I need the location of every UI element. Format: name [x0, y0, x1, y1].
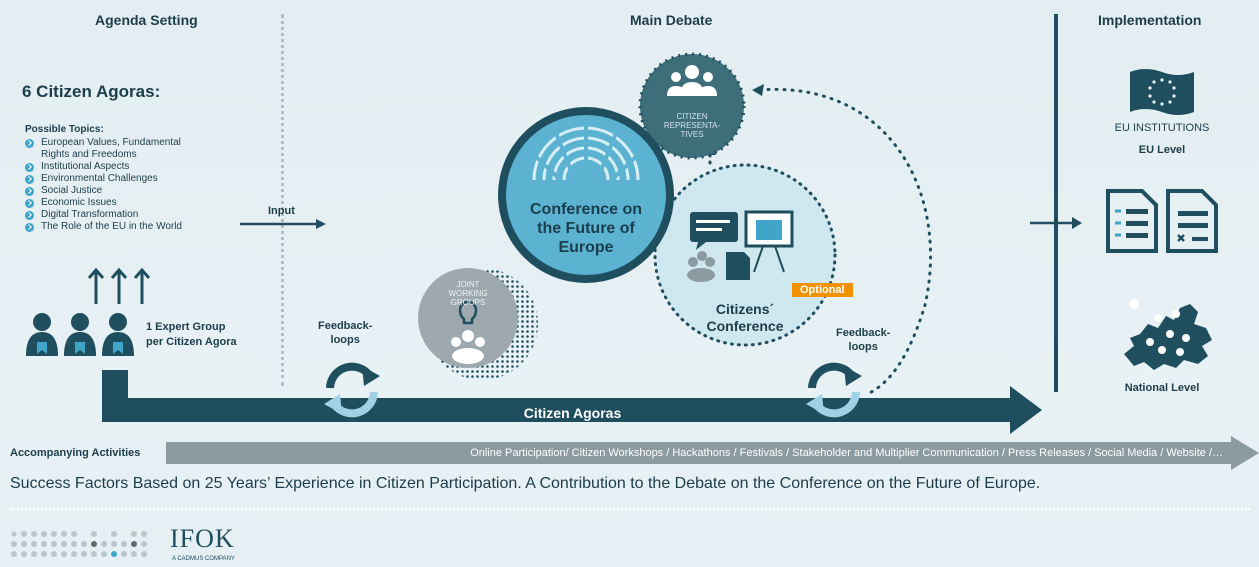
accompanying-text: Online Participation/ Citizen Workshops … — [470, 447, 1223, 459]
expert-group-icon — [26, 313, 134, 356]
documents-icon — [1106, 189, 1218, 253]
expert-group-label: 1 Expert Group per Citizen Agora — [146, 320, 237, 350]
jwg-line-1: JOINT — [456, 280, 480, 289]
topic-item: Economic Issues — [25, 197, 235, 209]
expert-line-1: 1 Expert Group — [146, 321, 226, 333]
topics-block: Possible Topics: European Values, Fundam… — [25, 124, 235, 233]
up-arrows-icon — [87, 267, 151, 304]
fb-right-line-1: Feedback- — [836, 327, 891, 339]
accompanying-arrow — [166, 436, 1259, 470]
citizen-representatives-node — [638, 52, 746, 160]
citizen-agoras-label: Citizen Agoras — [523, 405, 622, 421]
implementation-divider — [1054, 14, 1058, 392]
citizen-agoras-arrow — [102, 370, 1042, 434]
national-level-label: National Level — [1124, 382, 1200, 394]
fb-left-line-2: loops — [330, 334, 360, 346]
ifok-logo-text: IFOK — [170, 524, 235, 553]
topic-item: Digital Transformation — [25, 209, 235, 221]
main-debate-heading: Main Debate — [630, 12, 713, 28]
caption: Success Factors Based on 25 Years’ Exper… — [10, 475, 1041, 492]
topic-item: Institutional Aspects — [25, 161, 235, 173]
eu-institutions-label: EU INSTITUTIONS — [1114, 122, 1210, 134]
feedback-right-label: Feedback- loops — [836, 326, 890, 354]
citizen-representatives-label: CITIZEN REPRESENTA- TIVES — [636, 112, 748, 139]
citizens-conference-label: Citizens´ Conference — [670, 301, 820, 335]
fb-right-line-2: loops — [848, 341, 878, 353]
topic-item: European Values, Fundamental — [25, 137, 235, 149]
feedback-left-label: Feedback- loops — [318, 319, 372, 347]
fb-left-line-1: Feedback- — [318, 320, 373, 332]
conf-line-1: Conference on — [529, 201, 642, 218]
eu-level-label: EU Level — [1138, 144, 1186, 156]
jwg-line-3: GROUPS — [450, 298, 486, 307]
topics-list: European Values, Fundamental Rights and … — [25, 137, 235, 233]
jwg-line-2: WORKING — [448, 289, 488, 298]
conf-line-2: the Future of — [537, 220, 635, 237]
topics-label: Possible Topics: — [25, 124, 104, 135]
joint-working-groups-label: JOINT WORKING GROUPS — [420, 280, 516, 307]
input-arrow-icon — [240, 219, 326, 229]
citrep-line-1: CITIZEN — [676, 112, 708, 121]
conf-line-3: Europe — [558, 239, 614, 256]
implementation-heading: Implementation — [1098, 12, 1202, 28]
refresh-left-icon — [324, 362, 380, 418]
agenda-setting-heading: Agenda Setting — [95, 12, 198, 28]
topic-item: Rights and Freedoms — [41, 149, 137, 160]
topic-item: The Role of the EU in the World — [25, 221, 235, 233]
optional-badge: Optional — [792, 283, 853, 297]
conference-label: Conference on the Future of Europe — [506, 200, 666, 257]
footer-divider — [10, 508, 1250, 510]
to-implementation-arrow-icon — [1030, 217, 1082, 229]
joint-working-groups-node — [418, 268, 538, 380]
europe-map-icon — [1124, 299, 1212, 370]
citizens-conference-node — [653, 163, 837, 347]
citrep-line-2: REPRESENTA- — [663, 121, 721, 130]
citrep-line-3: TIVES — [680, 130, 704, 139]
accompanying-label: Accompanying Activities — [10, 447, 141, 459]
cc-line-2: Conference — [706, 318, 784, 334]
refresh-right-icon — [806, 362, 862, 418]
input-label: Input — [268, 205, 295, 217]
agoras-title: 6 Citizen Agoras: — [22, 82, 161, 101]
agenda-divider — [281, 14, 284, 386]
topic-item: Environmental Challenges — [25, 173, 235, 185]
ifok-tagline: A CADMUS COMPANY — [172, 556, 235, 562]
ifok-dots-logo-icon — [11, 531, 147, 557]
topic-item: Social Justice — [25, 185, 235, 197]
eu-flag-icon — [1130, 69, 1194, 115]
conference-node — [498, 107, 674, 283]
expert-line-2: per Citizen Agora — [146, 336, 237, 348]
cc-line-1: Citizens´ — [715, 301, 775, 317]
